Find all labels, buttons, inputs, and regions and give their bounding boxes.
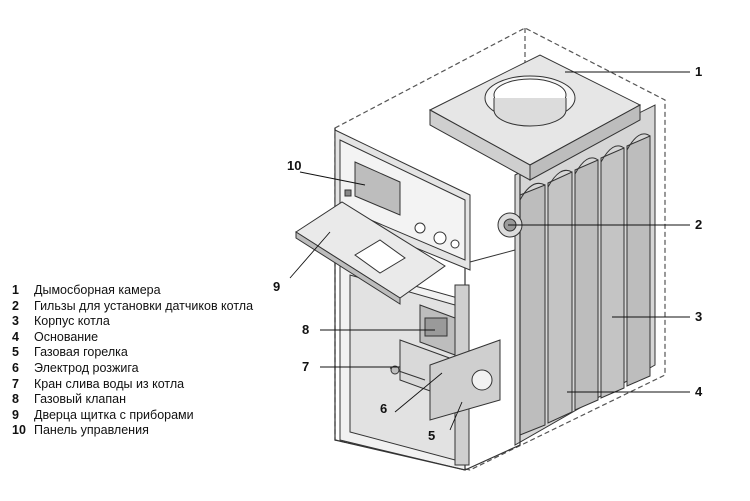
callout-1: 1 bbox=[695, 64, 702, 79]
callout-5: 5 bbox=[428, 428, 435, 443]
legend-num: 2 bbox=[12, 298, 19, 313]
panel-door bbox=[295, 201, 446, 305]
legend-item: 7 Кран слива воды из котла bbox=[12, 377, 257, 393]
legend-text: Гильзы для установки датчиков котла bbox=[34, 298, 254, 313]
legend-num: 4 bbox=[12, 329, 19, 344]
legend-num: 10 bbox=[12, 423, 26, 438]
callout-7: 7 bbox=[302, 359, 309, 374]
legend-text: Кран слива воды из котла bbox=[34, 376, 185, 391]
legend-item: 4 Основание bbox=[12, 330, 257, 346]
legend: 1 Дымосборная камера 2 Гильзы для установк… bbox=[12, 283, 257, 439]
boiler-body bbox=[514, 104, 656, 446]
callout-9: 9 bbox=[273, 279, 280, 294]
legend-item: 2 Гильзы для установки датчиков котла bbox=[12, 299, 257, 315]
legend-text: Электрод розжига bbox=[34, 360, 139, 375]
legend-item: 5 Газовая горелка bbox=[12, 345, 257, 361]
legend-item: 10 Панель управления bbox=[12, 423, 257, 439]
legend-text: Газовая горелка bbox=[34, 345, 128, 360]
callout-8: 8 bbox=[302, 322, 309, 337]
legend-text: Газовый клапан bbox=[34, 392, 126, 407]
callout-3: 3 bbox=[695, 309, 702, 324]
legend-text: Панель управления bbox=[34, 423, 149, 438]
callout-2: 2 bbox=[695, 217, 702, 232]
legend-num: 6 bbox=[12, 360, 19, 375]
callout-10: 10 bbox=[287, 158, 301, 173]
legend-num: 7 bbox=[12, 376, 19, 391]
legend-item: 3 Корпус котла bbox=[12, 314, 257, 330]
legend-num: 5 bbox=[12, 345, 19, 360]
legend-text: Основание bbox=[34, 329, 99, 344]
legend-item: 9 Дверца щитка с приборами bbox=[12, 408, 257, 424]
callout-6: 6 bbox=[380, 401, 387, 416]
legend-text: Дымосборная камера bbox=[34, 283, 161, 297]
legend-num: 9 bbox=[12, 407, 19, 422]
legend-text: Дверца щитка с приборами bbox=[34, 407, 194, 422]
legend-item: 6 Электрод розжига bbox=[12, 361, 257, 377]
legend-text: Корпус котла bbox=[34, 314, 110, 329]
legend-num: 3 bbox=[12, 314, 19, 329]
legend-item: 1 Дымосборная камера bbox=[12, 283, 257, 299]
leader-lines bbox=[289, 71, 690, 431]
legend-num: 8 bbox=[12, 392, 19, 407]
callout-4: 4 bbox=[695, 384, 703, 399]
legend-item: 8 Газовый клапан bbox=[12, 392, 257, 408]
control-panel bbox=[334, 129, 471, 271]
legend-num: 1 bbox=[12, 283, 19, 297]
smoke-chamber bbox=[428, 54, 642, 181]
